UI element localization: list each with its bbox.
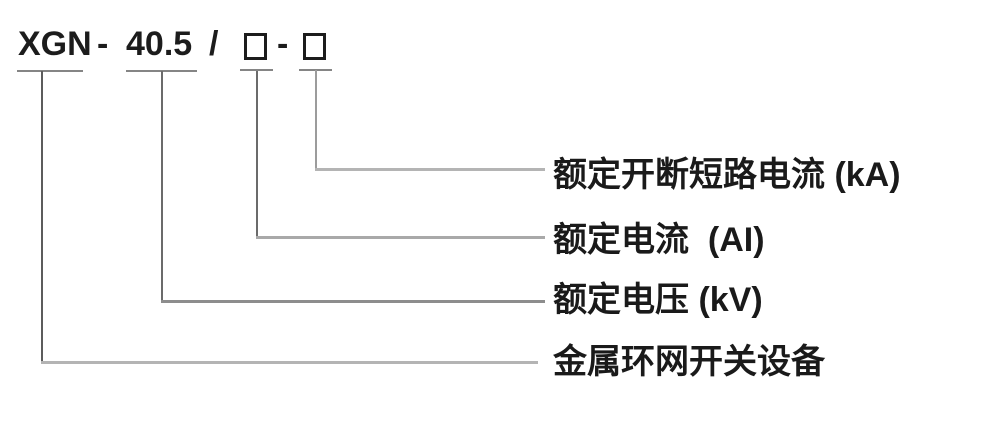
model-series-code: XGN [18, 25, 92, 63]
code-hyphen-1: - [97, 25, 109, 63]
label-rated-breaking-current: 额定开断短路电流 (kA) [553, 156, 901, 194]
code-hyphen-2: - [277, 25, 289, 63]
rated-current-placeholder-box [244, 33, 267, 60]
code-slash: / [209, 25, 219, 63]
label-rated-voltage: 额定电压 (kV) [553, 281, 763, 319]
callout-line-rated-voltage [161, 300, 545, 303]
tick-under-current-box [240, 69, 273, 71]
rated-voltage-code: 40.5 [126, 25, 193, 63]
connector-vertical-breaking [315, 70, 317, 169]
callout-line-equipment [41, 361, 538, 364]
label-equipment-type: 金属环网开关设备 [553, 343, 825, 381]
connector-vertical-current [256, 71, 258, 238]
connector-vertical-series [41, 71, 43, 363]
tick-under-series [17, 70, 83, 72]
connector-vertical-voltage [161, 71, 163, 302]
label-rated-current: 额定电流 (AI) [553, 221, 765, 259]
callout-line-breaking-current [315, 168, 545, 171]
callout-line-rated-current [256, 236, 545, 239]
breaking-current-placeholder-box [303, 33, 326, 60]
